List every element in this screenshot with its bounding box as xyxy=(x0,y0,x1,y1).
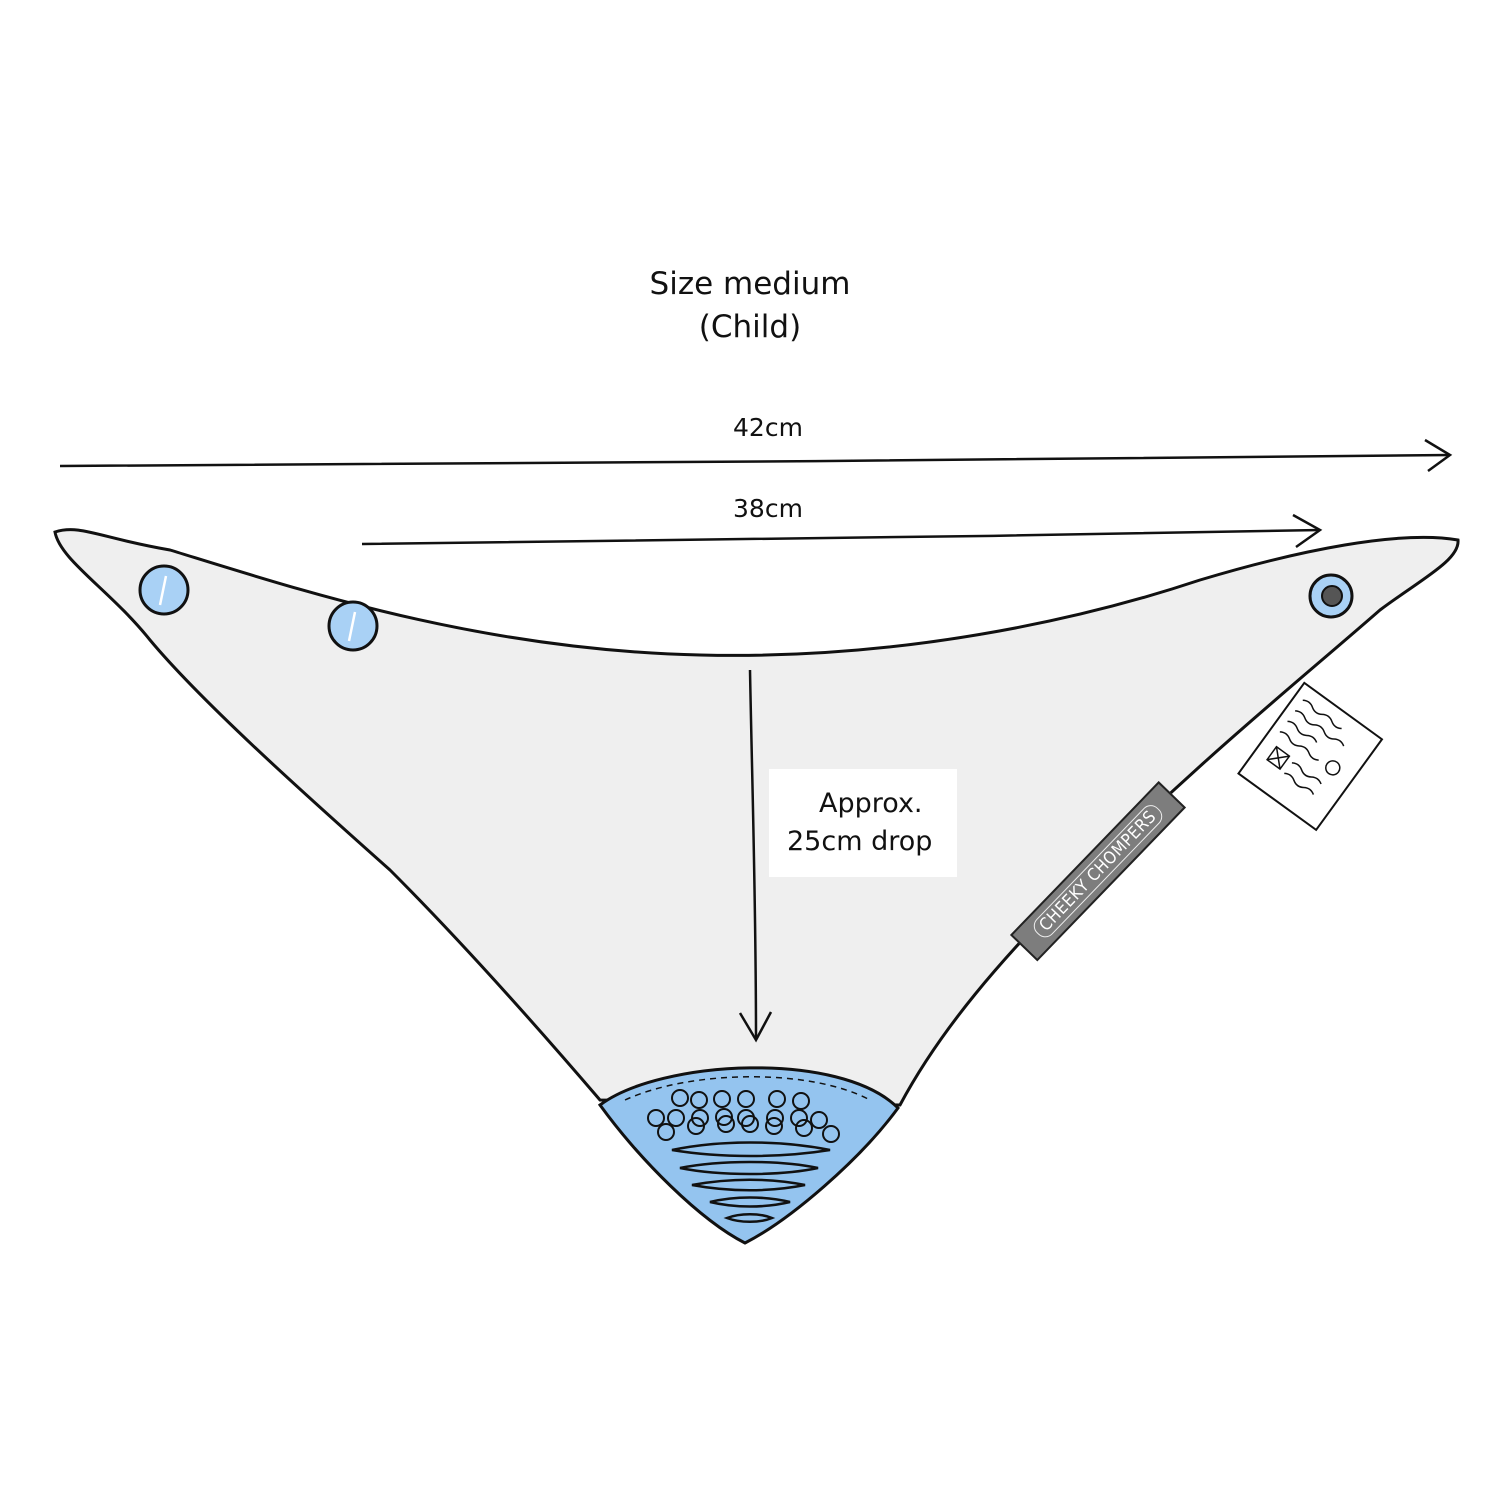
width-label-42cm: 42cm xyxy=(733,413,803,442)
size-title: Size medium xyxy=(649,266,851,302)
teether-stitch-line xyxy=(624,1076,871,1101)
width-arrow-42cm xyxy=(59,438,1453,473)
drop-arrow-25cm xyxy=(738,669,773,1043)
width-label-38cm: 38cm xyxy=(733,494,803,523)
drop-label-line2: 25cm drop xyxy=(787,826,933,857)
care-label xyxy=(1237,681,1384,832)
age-subtitle: (Child) xyxy=(698,309,802,345)
snap-button-middle xyxy=(327,600,379,652)
snap-button-left xyxy=(138,564,190,616)
drop-label-line1: Approx. xyxy=(819,788,923,819)
width-arrow-38cm xyxy=(361,513,1323,549)
teether-bumps xyxy=(647,1089,840,1143)
bandana-bib-body xyxy=(53,528,1460,1107)
drop-label-box: Approx. 25cm drop xyxy=(769,769,957,877)
snap-button-right xyxy=(1308,573,1354,619)
teether-ridges xyxy=(671,1141,831,1223)
